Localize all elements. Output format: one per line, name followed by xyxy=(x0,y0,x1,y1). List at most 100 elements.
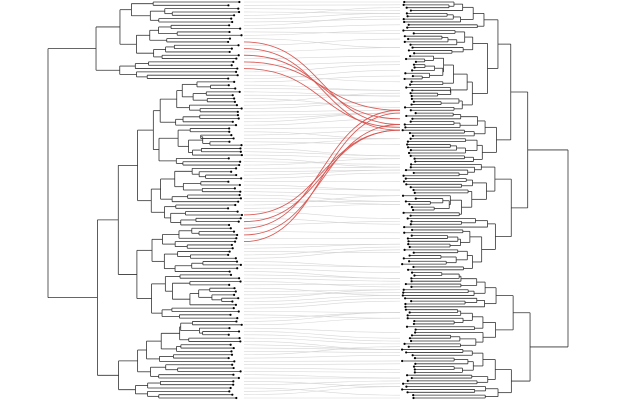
leaf-tip xyxy=(239,217,242,220)
leaf-tip xyxy=(232,307,235,310)
leaf-tip xyxy=(228,127,231,130)
leaf-tip xyxy=(230,243,233,247)
leaf-tip xyxy=(239,147,242,150)
connector xyxy=(243,363,401,366)
connector xyxy=(243,38,401,48)
leaf-tip xyxy=(405,114,408,118)
leaf-tip xyxy=(401,129,404,132)
connector xyxy=(243,295,401,302)
connector xyxy=(243,374,401,379)
leaf-tip xyxy=(402,288,405,291)
leaf-tip xyxy=(230,64,233,67)
leaf-tip xyxy=(228,30,231,34)
leaf-tip xyxy=(236,114,240,117)
leaf-tip xyxy=(228,270,231,273)
leaf-tip xyxy=(238,90,241,93)
connector xyxy=(243,191,401,197)
leaf-tip xyxy=(236,74,239,77)
leaf-tip xyxy=(231,20,234,24)
leaf-tip xyxy=(410,103,413,106)
leaf-tip xyxy=(227,333,230,336)
leaf-tip xyxy=(236,267,239,270)
leaf-tip xyxy=(237,200,240,203)
leaf-tip xyxy=(405,183,408,186)
connector xyxy=(243,249,401,259)
leaf-tip xyxy=(409,92,412,95)
leaf-tip xyxy=(403,123,406,126)
connector xyxy=(243,381,401,387)
leaf-tip xyxy=(228,50,231,54)
leaf-tip xyxy=(227,4,230,7)
leaf-tip xyxy=(234,70,238,73)
leaf-tip xyxy=(410,334,414,337)
leaf-tip xyxy=(402,291,405,294)
leaf-tip xyxy=(404,308,407,311)
leaf-tip xyxy=(411,89,414,92)
leaf-tip xyxy=(413,191,416,194)
leaf-tip xyxy=(232,137,235,140)
leaf-tip xyxy=(408,337,412,340)
connector xyxy=(243,221,401,226)
leaf-tip xyxy=(232,230,236,233)
leaf-tip xyxy=(409,166,412,169)
leaf-tip xyxy=(410,300,413,303)
leaf-tip xyxy=(405,6,408,9)
leaf-tip xyxy=(405,351,408,354)
leaf-tip xyxy=(240,153,243,157)
leaf-tip xyxy=(410,220,413,223)
leaf-tip xyxy=(409,83,412,86)
leaf-tip xyxy=(409,109,412,112)
leaf-tip xyxy=(411,117,414,120)
highlighted-connector xyxy=(243,112,401,243)
connector xyxy=(243,289,401,299)
connector xyxy=(243,311,401,313)
leaf-tip xyxy=(409,9,412,12)
highlighted-connector xyxy=(243,48,401,131)
leaf-tip xyxy=(238,193,241,197)
leaf-tip xyxy=(233,80,236,83)
leaf-tip xyxy=(410,376,413,380)
connector xyxy=(243,109,401,113)
leaf-tip xyxy=(229,343,232,346)
leaf-tip xyxy=(414,362,417,365)
connector xyxy=(243,166,401,169)
left-tree xyxy=(47,0,244,400)
connector xyxy=(243,346,401,356)
leaf-tip xyxy=(406,140,410,143)
leaf-tip xyxy=(404,302,407,306)
connector xyxy=(243,274,401,279)
leaf-tip xyxy=(236,210,239,213)
leaf-tip xyxy=(227,356,230,360)
leaf-tip xyxy=(414,331,417,334)
leaf-tip xyxy=(239,27,242,30)
leaf-tip xyxy=(232,346,235,350)
leaf-tip xyxy=(406,268,410,271)
connector xyxy=(243,243,401,249)
leaf-tip xyxy=(410,280,413,283)
leaf-tip xyxy=(227,253,230,257)
connector xyxy=(243,337,401,345)
leaf-tip xyxy=(405,86,408,89)
leaf-tip xyxy=(405,12,408,15)
leaf-tip xyxy=(412,63,416,66)
leaf-tip xyxy=(410,94,413,98)
leaf-tip xyxy=(235,237,238,240)
leaf-tip xyxy=(229,313,232,316)
leaf-tip xyxy=(227,84,230,87)
leaf-tip xyxy=(411,208,415,212)
leaf-tip xyxy=(406,314,409,317)
leaf-tip xyxy=(407,240,410,243)
leaf-tip xyxy=(400,348,404,351)
connector xyxy=(243,231,401,234)
leaf-tip xyxy=(409,120,412,123)
leaf-tip xyxy=(237,376,240,380)
leaf-tip xyxy=(237,297,240,300)
leaf-tip xyxy=(227,180,230,183)
leaf-tip xyxy=(233,287,236,290)
leaf-tip xyxy=(235,57,238,60)
leaf-tip xyxy=(235,173,238,177)
leaf-tip xyxy=(234,303,238,306)
leaf-tip xyxy=(407,49,410,52)
leaf-tip xyxy=(231,363,234,366)
leaf-tip xyxy=(403,0,406,4)
